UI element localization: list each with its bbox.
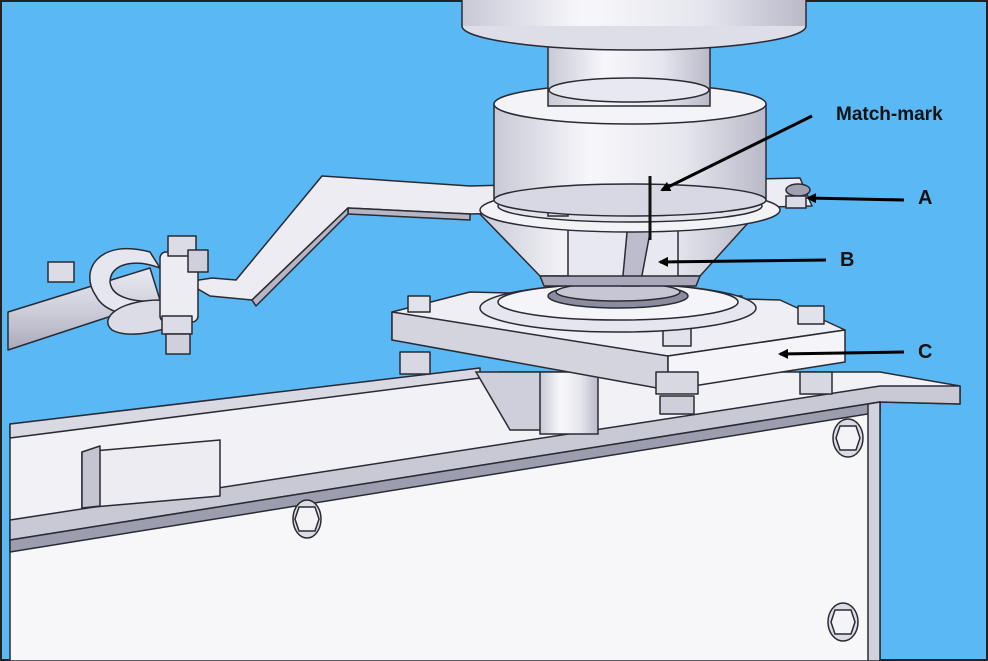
callout-c: C <box>918 341 932 363</box>
clevis-bottom-bolt <box>165 333 191 355</box>
clevis-pin-bottom <box>161 315 193 335</box>
bearing-ring <box>479 282 757 333</box>
callout-b: B <box>840 249 854 271</box>
arrow-match-mark <box>660 114 813 192</box>
support-frame <box>9 367 961 661</box>
callout-match-mark: Match-mark <box>836 104 943 125</box>
inner-bracket <box>81 439 221 509</box>
clevis-assembly <box>7 235 209 355</box>
bolt-upper-right <box>832 418 864 458</box>
arrow-a <box>806 193 905 204</box>
clevis-left-bolt <box>47 261 75 283</box>
clevis-nut <box>187 249 209 273</box>
arrow-c <box>778 348 905 359</box>
inner-bracket-side <box>81 445 101 509</box>
arrow-b <box>658 256 827 267</box>
plate-bolt <box>797 305 833 395</box>
flange-bolt <box>785 195 807 209</box>
callout-arrows <box>658 114 905 359</box>
insulator <box>461 0 807 240</box>
bolt-lower-right <box>827 602 859 642</box>
callout-a: A <box>918 187 932 209</box>
frame-right-post <box>867 401 881 661</box>
plate-bolt <box>399 295 431 375</box>
flange-hole <box>785 183 811 197</box>
frame-bolts <box>292 418 864 642</box>
bolt-left <box>292 499 322 539</box>
